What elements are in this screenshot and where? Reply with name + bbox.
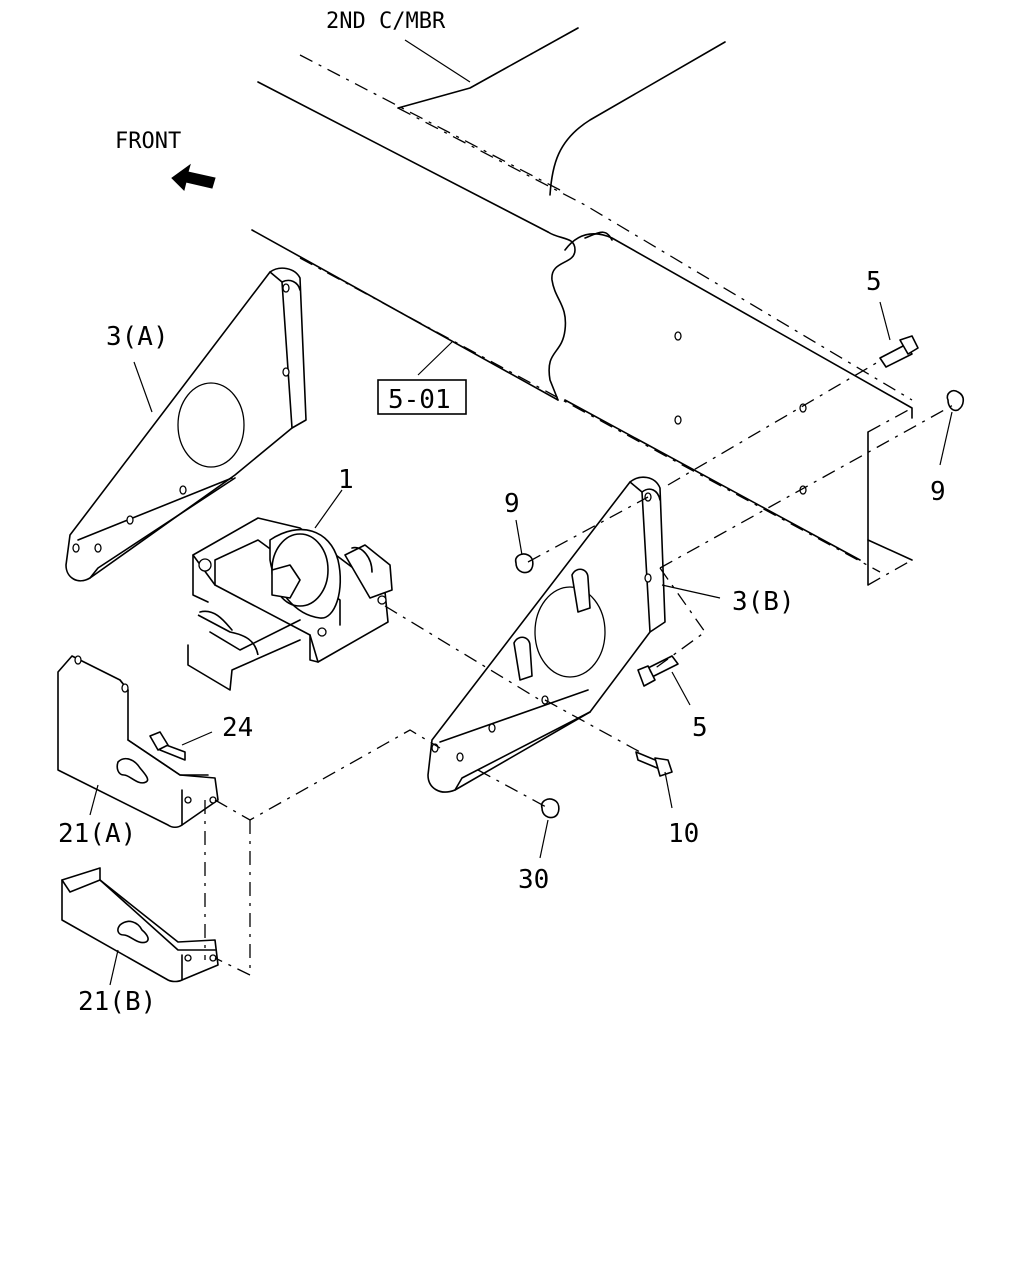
label-10: 10 (668, 819, 699, 849)
label-item-1: 1 (338, 465, 354, 495)
label-9-left: 9 (504, 489, 520, 519)
label-21a: 21(A) (58, 819, 136, 849)
label-30: 30 (518, 865, 549, 895)
item-1-unit (187, 517, 393, 691)
assembly-lines (204, 361, 956, 977)
cover-21a (57, 655, 219, 829)
label-5-top: 5 (866, 267, 882, 297)
crossmember-label: 2ND C/MBR (326, 9, 446, 34)
label-21b: 21(B) (78, 987, 156, 1017)
frame-rail (251, 27, 913, 586)
front-label: FRONT (115, 129, 181, 154)
bracket-3b (427, 476, 666, 793)
ref-box-frame (377, 379, 467, 415)
bolt-24 (149, 731, 186, 761)
bolt-10 (635, 751, 673, 777)
cover-21b (61, 867, 219, 983)
label-5-mid: 5 (692, 713, 708, 743)
nut-9-left (514, 553, 534, 574)
label-9-right: 9 (930, 477, 946, 507)
label-3b: 3(B) (732, 587, 795, 617)
bolt-5-mid (637, 655, 679, 687)
label-3a: 3(A) (106, 322, 169, 352)
label-24: 24 (222, 713, 253, 743)
leader-lines (89, 39, 953, 986)
bracket-3a (65, 267, 307, 582)
nut-30 (540, 798, 560, 819)
front-arrow-icon (171, 163, 216, 191)
bolt-5-top (879, 335, 919, 368)
ref-box-label[interactable]: 5-01 (388, 385, 451, 415)
